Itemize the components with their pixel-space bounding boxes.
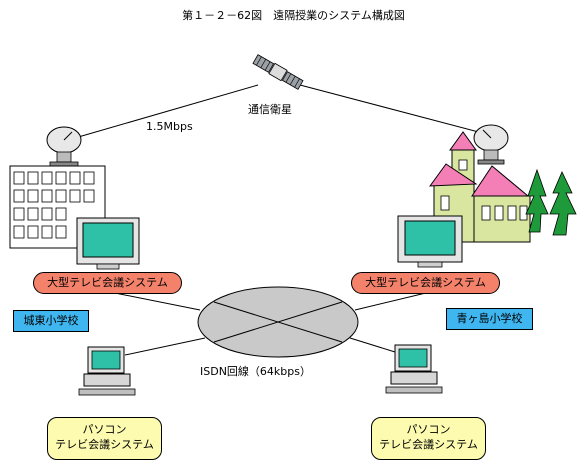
satellite-dish-right-icon [473,124,509,165]
diagram-title: 第１－２－62図 遠隔授業のシステム構成図 [182,9,405,22]
school-name-left: 城東小学校 [13,310,89,332]
satellite-dish-left-icon [46,126,82,167]
pc-label-right: パソコン [406,423,451,436]
uplink-speed-label: 1.5Mbps [146,120,193,133]
link-right-system [354,291,431,311]
link-left-pc [124,337,206,356]
large-monitor-left [76,217,140,270]
satellite-link-right [299,84,491,136]
large-monitor-right [397,215,463,268]
satellite-label: 通信衛星 [248,103,292,116]
pc-system-box-left: パソコン テレビ会議システム [47,417,162,460]
link-right-pc [349,337,396,353]
pc-system-label-right: テレビ会議システム [379,438,478,451]
isdn-network-cloud [197,286,359,358]
link-left-system [109,291,201,311]
personal-computer-right [385,344,443,394]
system-label-right: 大型テレビ会議システム [351,272,500,294]
system-label-left: 大型テレビ会議システム [33,272,182,294]
network-label: ISDN回線（64kbps） [200,365,311,378]
pc-label-left: パソコン [82,423,127,436]
satellite-link-left [67,84,259,141]
satellite-icon [252,54,304,90]
trees-icon [525,168,577,236]
pc-system-label-left: テレビ会議システム [55,438,154,451]
school-name-right: 青ヶ島小学校 [446,308,533,330]
pc-system-box-right: パソコン テレビ会議システム [371,417,486,460]
personal-computer-left [78,346,136,396]
